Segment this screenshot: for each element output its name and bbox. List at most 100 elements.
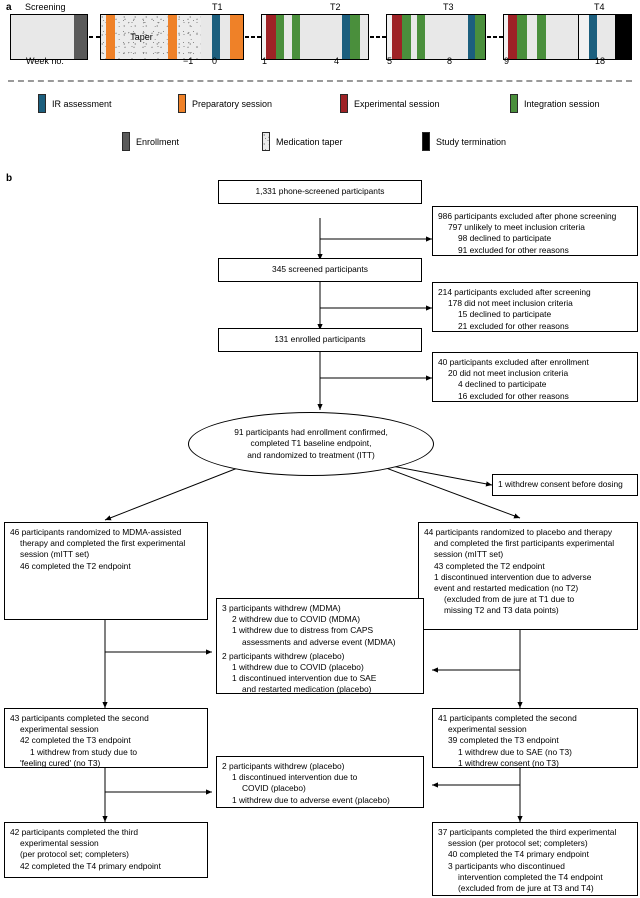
legend-label: Integration session — [524, 98, 600, 109]
line-2: 797 unlikely to meet inclusion criteria — [448, 222, 585, 233]
line-3: session (mITT set) — [20, 549, 90, 560]
box-mdma-second-session: 43 participants completed the second exp… — [4, 708, 208, 768]
line-1: 46 participants randomized to MDMA-assis… — [10, 527, 182, 537]
line-4: assessments and adverse event (MDMA) — [242, 636, 396, 647]
segment-ir-assessment-2 — [342, 15, 350, 59]
legend-label: Preparatory session — [192, 98, 273, 109]
line-7: (excluded from de jure at T1 due to — [444, 594, 575, 605]
line-2: completed T1 baseline endpoint, — [250, 438, 372, 449]
timeline-block-t1: Taper — [100, 14, 244, 60]
panel-a-study-timeline: a Screening Taper T1 T — [0, 0, 640, 160]
segment-neutral-8 — [411, 15, 417, 59]
line-4: 21 excluded for other reasons — [458, 320, 569, 331]
line-2: session (per protocol set; completers) — [448, 838, 588, 849]
line-1: 42 participants completed the third — [10, 827, 139, 837]
line-4: 1 withdrew from study due to — [30, 746, 138, 757]
box-excluded-after-screening: 214 participants excluded after screenin… — [432, 282, 638, 332]
line-6: 1 withdrew due to COVID (placebo) — [232, 662, 364, 673]
line-4: 1 withdrew due to SAE (no T3) — [458, 746, 572, 757]
line-3: 98 declined to participate — [458, 233, 552, 244]
line-6: (excluded from de jure at T3 and T4) — [458, 883, 594, 894]
line-5: 'feeling cured' (no T3) — [20, 757, 101, 768]
line-3: session (mITT set) — [434, 549, 504, 560]
line-5: 2 participants withdrew (placebo) — [222, 650, 345, 661]
line-3: 42 completed the T3 endpoint — [20, 735, 131, 746]
week-tick-9: 9 — [504, 56, 510, 66]
line-3: 40 completed the T4 primary endpoint — [448, 849, 589, 860]
timeline-connector-3 — [370, 36, 386, 38]
timeline-connector-1 — [89, 36, 100, 38]
box-withdrawals-after-second-session: 2 participants withdrew (placebo) 1 disc… — [216, 756, 424, 808]
box-withdrew-consent-before-dosing: 1 withdrew consent before dosing — [492, 474, 638, 496]
segment-neutral-10 — [504, 15, 508, 59]
box-text: 1 withdrew consent before dosing — [498, 479, 623, 490]
line-1: 40 participants excluded after enrollmen… — [438, 357, 589, 367]
segment-neutral-6 — [300, 15, 342, 59]
legend-item-experimental-session: Experimental session — [340, 94, 440, 113]
line-3: 4 declined to participate — [458, 379, 547, 390]
box-placebo-arm-mitt: 44 participants randomized to placebo an… — [418, 522, 638, 630]
line-3: COVID (placebo) — [242, 783, 306, 794]
segment-integration-session-8 — [537, 15, 546, 59]
segment-integration-session-4 — [402, 15, 411, 59]
line-4: 46 completed the T2 endpoint — [20, 560, 131, 571]
segment-taper-b: Taper — [115, 15, 168, 59]
box-excluded-phone-screening: 986 participants excluded after phone sc… — [432, 206, 638, 256]
segment-neutral-11 — [527, 15, 537, 59]
segment-neutral-2 — [201, 15, 212, 59]
line-8: and restarted medication (placebo) — [242, 684, 372, 695]
segment-preparatory-session-3 — [230, 15, 243, 59]
timeline-block-t3 — [386, 14, 486, 60]
legend-label: Experimental session — [354, 98, 440, 109]
legend-label: Study termination — [436, 136, 507, 147]
segment-ir-assessment-3 — [468, 15, 475, 59]
panel-divider — [8, 80, 632, 82]
segment-integration-session-5 — [417, 15, 425, 59]
line-2: 2 withdrew due to COVID (MDMA) — [232, 614, 360, 625]
box-text: 131 enrolled participants — [274, 334, 366, 345]
line-4: 3 participants who discontinued — [448, 860, 565, 871]
legend-item-enrollment: Enrollment — [122, 132, 179, 151]
line-3: (per protocol set; completers) — [20, 849, 129, 860]
segment-integration-session-7 — [517, 15, 527, 59]
segment-neutral — [11, 15, 74, 59]
segment-integration-session-3 — [350, 15, 360, 59]
legend-label: IR assessment — [52, 98, 112, 109]
timeline-connector-4 — [487, 36, 503, 38]
segment-neutral-13 — [579, 15, 589, 59]
line-2: experimental session — [448, 724, 527, 735]
week-tick-1: 1 — [262, 56, 268, 66]
box-screened-participants: 345 screened participants — [218, 258, 422, 282]
segment-preparatory-session-2 — [168, 15, 177, 59]
line-7: 1 discontinued intervention due to SAE — [232, 673, 377, 684]
line-8: missing T2 and T3 data points) — [444, 605, 559, 616]
box-text: 345 screened participants — [272, 264, 368, 275]
line-1: 986 participants excluded after phone sc… — [438, 211, 617, 221]
week-axis-label: Week no. — [26, 56, 64, 66]
segment-integration-session — [276, 15, 284, 59]
legend-label: Enrollment — [136, 136, 180, 147]
week-tick-4: 4 — [334, 56, 340, 66]
timepoint-label-t4: T4 — [594, 2, 605, 12]
line-4: 16 excluded for other reasons — [458, 390, 569, 401]
line-4: 43 completed the T2 endpoint — [434, 560, 545, 571]
line-2: therapy and completed the first experime… — [20, 538, 186, 549]
flow-connectors — [102, 218, 523, 822]
legend-item-study-termination: Study termination — [422, 132, 506, 151]
segment-neutral-4 — [262, 15, 266, 59]
line-2: experimental session — [20, 838, 99, 849]
line-1: 214 participants excluded after screenin… — [438, 287, 591, 297]
timeline-block-t2 — [261, 14, 369, 60]
line-1: 43 participants completed the second — [10, 713, 149, 723]
line-4: 42 completed the T4 primary endpoint — [20, 860, 161, 871]
line-1: 2 participants withdrew (placebo) — [222, 761, 345, 771]
line-2: 20 did not meet inclusion criteria — [448, 368, 569, 379]
segment-taper-c — [177, 15, 201, 59]
segment-experimental-session — [266, 15, 276, 59]
preparatory-session-swatch-icon — [178, 94, 186, 113]
line-1: 44 participants randomized to placebo an… — [424, 527, 613, 537]
timeline-block-t4 — [578, 14, 632, 60]
line-1: 37 participants completed the third expe… — [438, 827, 617, 837]
segment-neutral-7 — [387, 15, 392, 59]
segment-ir-assessment — [212, 15, 220, 59]
